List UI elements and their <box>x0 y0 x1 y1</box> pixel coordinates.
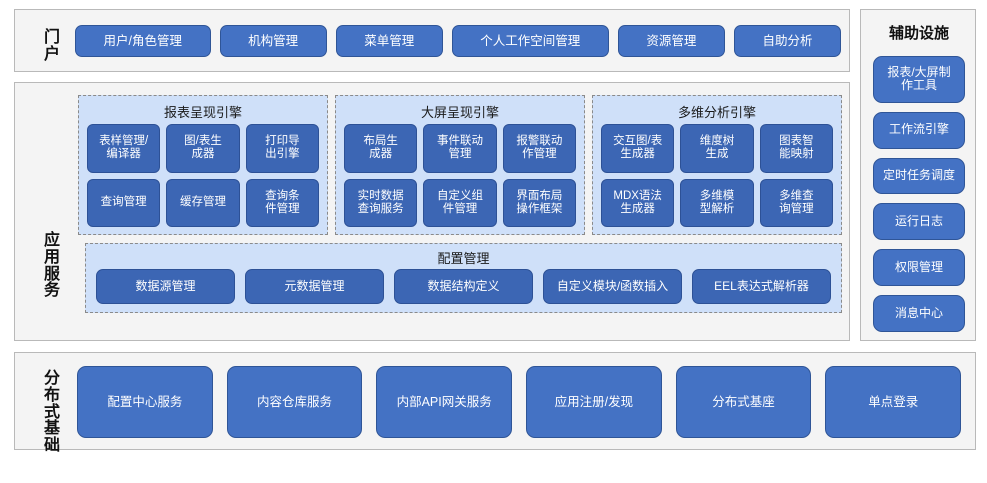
engine-item-图-表生-成器[interactable]: 图/表生 成器 <box>166 124 240 173</box>
engine-panel-多维分析引擎: 多维分析引擎交互图/表 生成器维度树 生成图表智 能映射 MDX语法 生成器多维模… <box>592 95 842 235</box>
engine-item-事件联动-管理[interactable]: 事件联动 管理 <box>423 124 497 173</box>
base-item-应用注册-发现[interactable]: 应用注册/发现 <box>526 366 662 438</box>
aux-item-报表-大屏制-作工具[interactable]: 报表/大屏制 作工具 <box>873 56 965 103</box>
engine-panel-报表呈现引擎: 报表呈现引擎表样管理/ 编译器图/表生 成器打印导 出引擎查询管理缓存管理查询条… <box>78 95 328 235</box>
portal-item-用户-角色管理[interactable]: 用户/角色管理 <box>75 25 211 57</box>
engine-panel-row: 报表呈现引擎表样管理/ 编译器图/表生 成器打印导 出引擎查询管理缓存管理查询条… <box>78 95 842 235</box>
application-service-section: 应 用 服 务 报表呈现引擎表样管理/ 编译器图/表生 成器打印导 出引擎查询管… <box>14 82 850 341</box>
portal-item-资源管理[interactable]: 资源管理 <box>617 25 725 57</box>
portal-item-个人工作空间管理[interactable]: 个人工作空间管理 <box>451 25 609 57</box>
aux-item-权限管理[interactable]: 权限管理 <box>873 249 965 287</box>
engine-item-表样管理--编译器[interactable]: 表样管理/ 编译器 <box>87 124 161 173</box>
engine-item-打印导-出引擎[interactable]: 打印导 出引擎 <box>245 124 319 173</box>
base-item-内部API网关服务[interactable]: 内部API网关服务 <box>376 366 513 438</box>
aux-facilities-list: 报表/大屏制 作工具工作流引擎定时任务调度运行日志权限管理消息中心 <box>873 56 965 333</box>
engine-title-报表呈现引擎: 报表呈现引擎 <box>163 105 242 120</box>
config-management-panel: 配置管理 数据源管理元数据管理数据结构定义自定义模块/函数插入 EEL表达式解析器 <box>85 243 842 313</box>
portal-section: 门 户 用户/角色管理机构管理菜单管理个人工作空间管理资源管理自助分析 <box>14 9 850 72</box>
engine-item-交互图-表-生成器[interactable]: 交互图/表 生成器 <box>601 124 675 173</box>
engine-title-大屏呈现引擎: 大屏呈现引擎 <box>420 105 499 120</box>
config-item-数据源管理[interactable]: 数据源管理 <box>96 269 235 304</box>
engine-item-维度树-生成[interactable]: 维度树 生成 <box>680 124 754 173</box>
aux-item-运行日志[interactable]: 运行日志 <box>873 203 965 241</box>
application-service-label: 应 用 服 务 <box>43 232 60 300</box>
config-management-item-row: 数据源管理元数据管理数据结构定义自定义模块/函数插入 EEL表达式解析器 <box>96 269 831 304</box>
aux-facilities-title: 辅助设施 <box>888 25 949 42</box>
distributed-base-item-row: 配置中心服务内容仓库服务内部API网关服务应用注册/发现分布式基座单点登录 <box>77 366 962 438</box>
base-item-单点登录[interactable]: 单点登录 <box>825 366 962 438</box>
engine-panel-大屏呈现引擎: 大屏呈现引擎布局生 成器事件联动 管理报警联动 作管理实时数据 查询服务自定义组… <box>335 95 585 235</box>
base-item-配置中心服务[interactable]: 配置中心服务 <box>77 366 213 438</box>
engine-item-查询条-件管理[interactable]: 查询条 件管理 <box>245 178 319 227</box>
engine-item-多维模-型解析[interactable]: 多维模 型解析 <box>680 178 754 227</box>
engine-item-自定义组-件管理[interactable]: 自定义组 件管理 <box>423 178 497 227</box>
engine-item-界面布局-操作框架[interactable]: 界面布局 操作框架 <box>502 178 576 227</box>
aux-facilities-section: 辅助设施 报表/大屏制 作工具工作流引擎定时任务调度运行日志权限管理消息中心 <box>860 9 976 341</box>
engine-item-缓存管理[interactable]: 缓存管理 <box>166 178 240 227</box>
engine-item-实时数据-查询服务[interactable]: 实时数据 查询服务 <box>344 178 418 227</box>
base-item-内容仓库服务[interactable]: 内容仓库服务 <box>226 366 363 438</box>
config-item-EEL表达式解析器[interactable]: EEL表达式解析器 <box>692 269 831 304</box>
engine-item-grid: 表样管理/ 编译器图/表生 成器打印导 出引擎查询管理缓存管理查询条 件管理 <box>87 124 319 227</box>
engine-item-grid: 交互图/表 生成器维度树 生成图表智 能映射 MDX语法 生成器多维模 型解析多维… <box>601 124 833 227</box>
config-management-title: 配置管理 <box>437 251 490 266</box>
engine-item-grid: 布局生 成器事件联动 管理报警联动 作管理实时数据 查询服务自定义组 件管理界面… <box>344 124 576 227</box>
engine-item-图表智-能映射[interactable]: 图表智 能映射 <box>759 124 833 173</box>
engine-item-MDX语法-生成器[interactable]: MDX语法 生成器 <box>601 178 675 227</box>
aux-item-消息中心[interactable]: 消息中心 <box>873 295 965 333</box>
config-item-数据结构定义[interactable]: 数据结构定义 <box>394 269 533 304</box>
portal-item-row: 用户/角色管理机构管理菜单管理个人工作空间管理资源管理自助分析 <box>75 20 842 62</box>
distributed-base-section: 分 布 式 基 础 配置中心服务内容仓库服务内部API网关服务应用注册/发现分布… <box>14 352 976 454</box>
engine-item-多维查-询管理[interactable]: 多维查 询管理 <box>759 178 833 227</box>
engine-item-查询管理[interactable]: 查询管理 <box>87 178 161 227</box>
engine-title-多维分析引擎: 多维分析引擎 <box>677 105 756 120</box>
config-item-元数据管理[interactable]: 元数据管理 <box>245 269 384 304</box>
portal-section-label: 门 户 <box>43 29 60 63</box>
base-item-分布式基座[interactable]: 分布式基座 <box>675 366 812 438</box>
engine-item-布局生-成器[interactable]: 布局生 成器 <box>344 124 418 173</box>
config-item-自定义模块-函数插入[interactable]: 自定义模块/函数插入 <box>543 269 682 304</box>
aux-item-定时任务调度[interactable]: 定时任务调度 <box>873 157 965 195</box>
distributed-base-label: 分 布 式 基 础 <box>43 370 60 455</box>
portal-item-机构管理[interactable]: 机构管理 <box>219 25 327 57</box>
engine-item-报警联动-作管理[interactable]: 报警联动 作管理 <box>502 124 576 173</box>
portal-item-菜单管理[interactable]: 菜单管理 <box>335 25 443 57</box>
portal-item-自助分析[interactable]: 自助分析 <box>733 25 842 57</box>
aux-item-工作流引擎[interactable]: 工作流引擎 <box>873 111 965 149</box>
